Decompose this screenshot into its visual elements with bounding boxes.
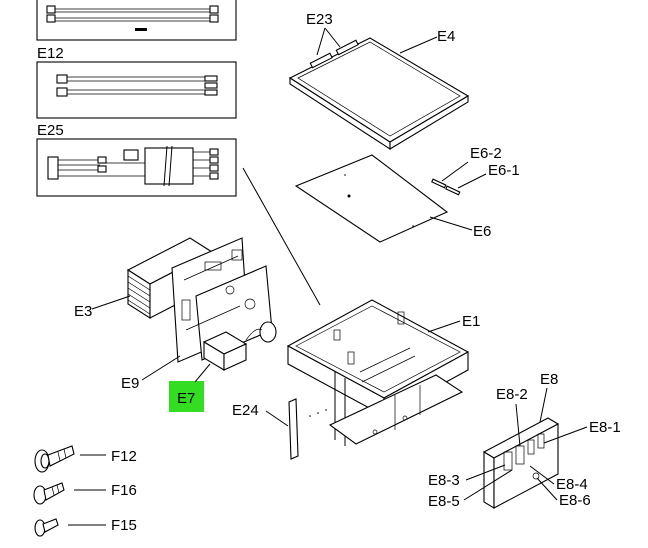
label-e6-2: E6-2 — [470, 145, 502, 162]
chassis-e1[interactable] — [286, 299, 470, 446]
rod-e24[interactable] — [288, 398, 299, 460]
label-e25: E25 — [37, 122, 64, 139]
label-e4: E4 — [437, 28, 455, 45]
label-e8-2: E8-2 — [496, 386, 528, 403]
transformer-e7[interactable] — [202, 321, 277, 371]
label-e8-6: E8-6 — [559, 492, 591, 509]
cable-e12[interactable] — [36, 61, 237, 119]
label-e9: E9 — [121, 375, 139, 392]
highlight-e7 — [169, 381, 204, 412]
label-e8-5: E8-5 — [428, 493, 460, 510]
label-e8: E8 — [540, 371, 558, 388]
label-e6: E6 — [473, 223, 491, 240]
cable-box-top[interactable] — [36, 0, 237, 41]
label-e3: E3 — [74, 303, 92, 320]
board-e6[interactable] — [294, 154, 449, 243]
screw-f12[interactable] — [34, 445, 75, 473]
cable-e25[interactable] — [36, 138, 237, 197]
pins-e6[interactable] — [431, 178, 461, 196]
label-e1: E1 — [462, 313, 480, 330]
screw-f16[interactable] — [33, 482, 65, 505]
screw-f15[interactable] — [34, 518, 59, 537]
label-e7[interactable]: E7 — [177, 390, 195, 407]
label-e23: E23 — [306, 11, 333, 28]
label-f15: F15 — [111, 517, 137, 534]
label-e8-3: E8-3 — [428, 472, 460, 489]
label-e8-4: E8-4 — [556, 476, 588, 493]
label-f12: F12 — [111, 448, 137, 465]
label-e8-1: E8-1 — [589, 419, 621, 436]
label-e24: E24 — [232, 402, 259, 419]
bracket-e8[interactable] — [482, 417, 560, 509]
label-e12: E12 — [37, 45, 64, 62]
label-f16: F16 — [111, 482, 137, 499]
cover-panel-e4[interactable] — [288, 37, 470, 151]
label-e6-1: E6-1 — [488, 162, 520, 179]
